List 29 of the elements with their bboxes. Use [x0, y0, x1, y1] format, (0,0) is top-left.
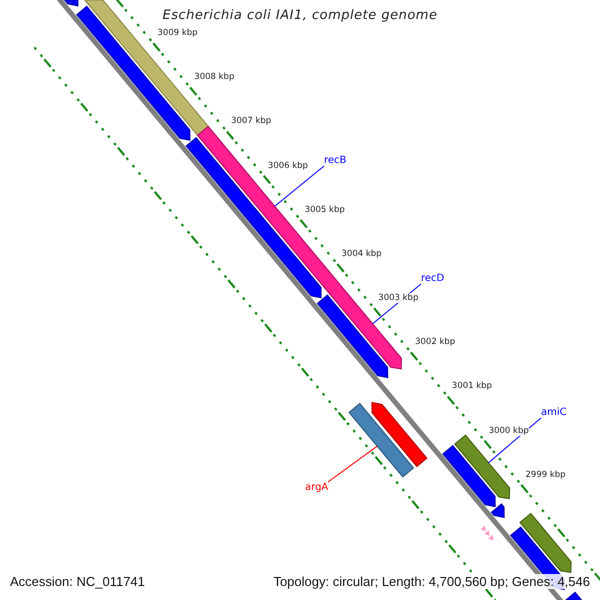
gene-block [196, 126, 402, 370]
footer-text: Topology: circular; Length: 4,700,560 bp; Genes: 4,546 [271, 574, 592, 589]
gene-label: amiC [541, 407, 567, 418]
gene-block [63, 0, 78, 6]
scale-label: 3002 kbp [415, 337, 456, 348]
gene-block [490, 503, 505, 518]
gene-block [564, 592, 583, 600]
scale-label: 2999 kbp [526, 470, 566, 480]
gene-label: recD [421, 273, 444, 284]
scale-label: 3006 kbp [268, 160, 308, 171]
gene-label: recB [324, 155, 346, 166]
gene-block [348, 402, 414, 478]
scale-label: 3005 kbp [304, 204, 345, 215]
gene-block [454, 434, 510, 500]
scale-label: 3004 kbp [342, 248, 382, 259]
leader-line [274, 166, 324, 207]
gene-label: argA [305, 482, 328, 493]
gene-block [442, 444, 496, 508]
scale-label: 3007 kbp [231, 116, 272, 126]
gene-block [519, 512, 572, 573]
scale-label: 3009 kbp [158, 28, 198, 38]
scale-label: 3000 kbp [488, 426, 529, 436]
diagram-title: Escherichia coli IAI1, complete genome [162, 8, 438, 23]
scale-label: 3003 kbp [378, 293, 418, 304]
gene-block [371, 402, 428, 468]
scale-label: 3001 kbp [452, 381, 492, 392]
leader-line [328, 446, 378, 482]
scale-label: 3008 kbp [194, 72, 234, 82]
footer-text: Accession: NC_011741 [8, 574, 147, 589]
